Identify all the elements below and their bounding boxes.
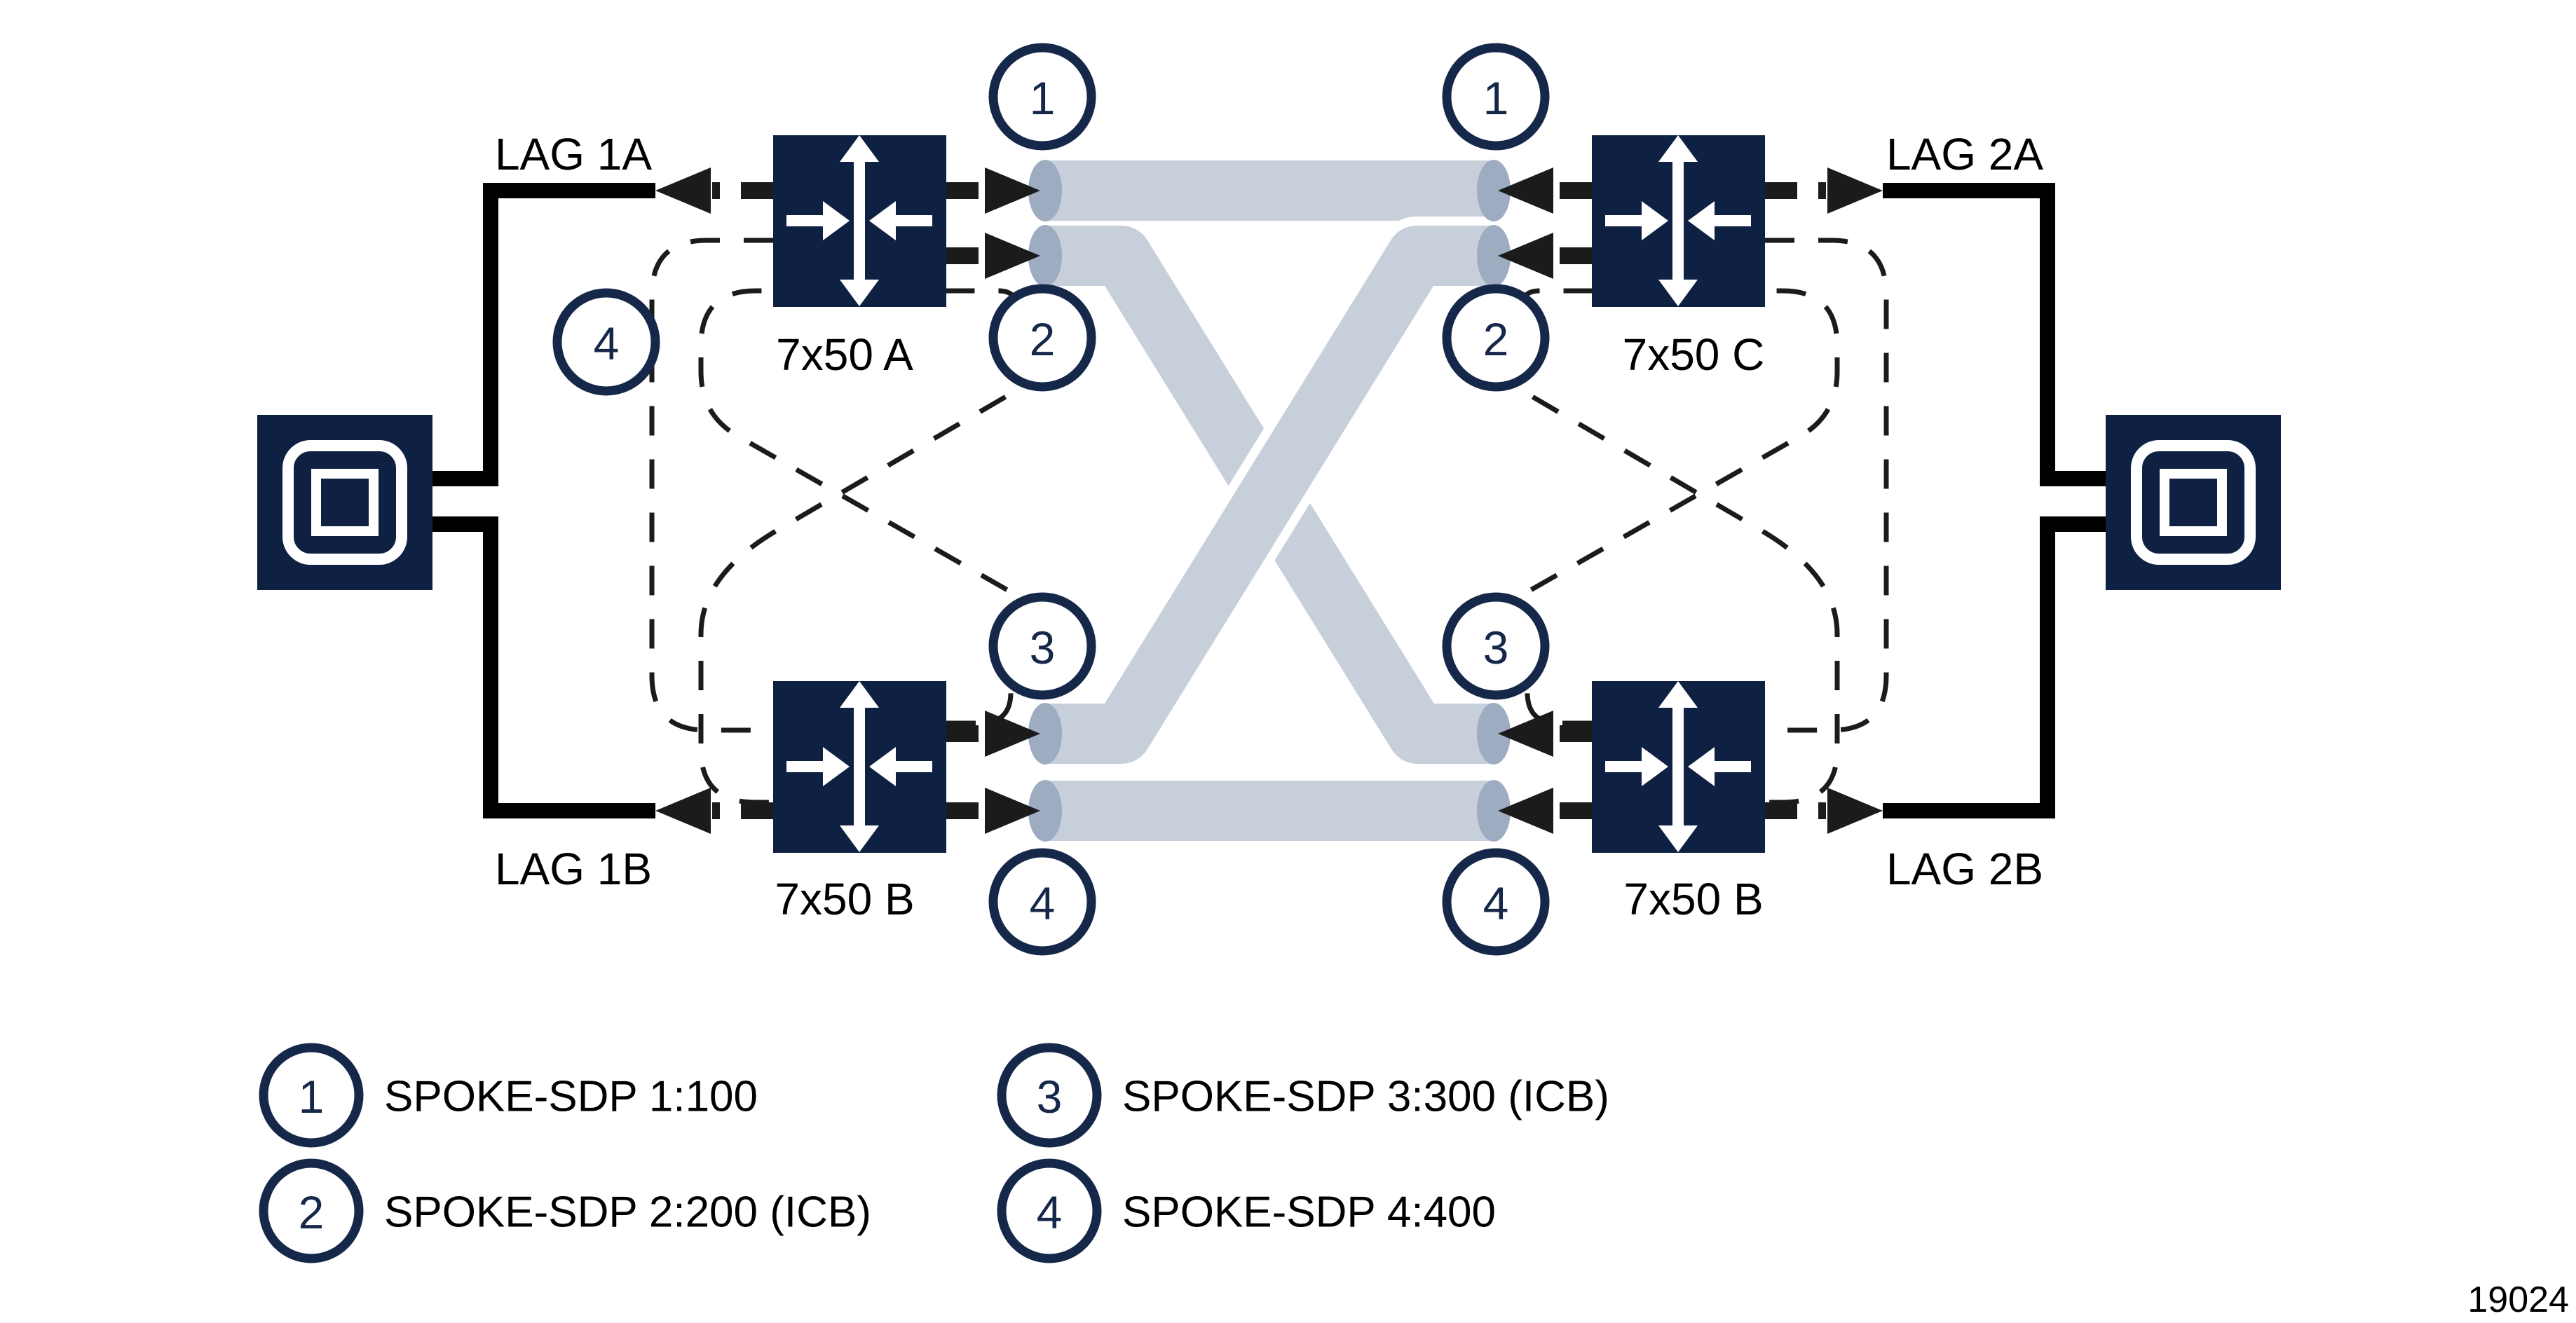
pipe-cap (1028, 703, 1062, 765)
badge-sdp4-floating-left: 4 (552, 288, 660, 396)
arrowhead-left-icon (1498, 167, 1553, 214)
lag-2b-line (1883, 516, 2106, 818)
legend-item-sdp3: 3 SPOKE-SDP 3:300 (ICB) (997, 1043, 1609, 1148)
router-7x50-a: 7x50 A (773, 135, 946, 380)
pipe-cap (1028, 780, 1062, 842)
pipe-cap (1028, 160, 1062, 221)
svg-text:3: 3 (1483, 622, 1509, 673)
traffic-arrows (655, 167, 1883, 834)
router-label: 7x50 A (776, 329, 913, 380)
arrowhead-right-icon (1827, 167, 1883, 214)
router-label: 7x50 B (1623, 874, 1763, 924)
lag-2b-label: LAG 2B (1886, 844, 2043, 894)
svg-text:2: 2 (299, 1186, 325, 1238)
badge-sdp2-right: 2 (1442, 284, 1550, 392)
badge-sdp1-left: 1 (988, 43, 1096, 151)
icb-hook-to-sdp3-right (1525, 664, 1592, 726)
legend-item-sdp2: 2 SPOKE-SDP 2:200 (ICB) (259, 1158, 871, 1263)
svg-text:1: 1 (1483, 72, 1509, 124)
pipe-cap (1477, 703, 1511, 765)
svg-text:2: 2 (1030, 313, 1056, 365)
svg-text:1: 1 (1030, 72, 1056, 124)
svg-text:2: 2 (1483, 313, 1509, 365)
arrowhead-left-icon (655, 788, 711, 834)
figure-number: 19024 (2467, 1280, 2569, 1320)
pipe-cap (1028, 225, 1062, 287)
router-7x50-c: 7x50 C (1592, 135, 1765, 380)
svg-text:3: 3 (1037, 1071, 1063, 1123)
legend-label: SPOKE-SDP 2:200 (ICB) (384, 1188, 871, 1237)
arrowhead-right-icon (985, 711, 1040, 757)
legend-label: SPOKE-SDP 3:300 (ICB) (1122, 1073, 1609, 1121)
legend-label: SPOKE-SDP 4:400 (1122, 1188, 1496, 1237)
pipe-sdp3-cross-front (1045, 226, 1494, 764)
router-label: 7x50 B (775, 874, 914, 924)
lag-2a-label: LAG 2A (1886, 129, 2043, 179)
router-label: 7x50 C (1623, 329, 1765, 380)
svg-text:1: 1 (299, 1071, 325, 1123)
lag-1a-label: LAG 1A (495, 129, 652, 179)
arrowhead-left-icon (1498, 233, 1553, 279)
badge-sdp2-left: 2 (988, 284, 1096, 392)
svg-text:4: 4 (1037, 1186, 1063, 1238)
icb-outer-loop-right (1765, 238, 1889, 733)
arrowhead-right-icon (985, 167, 1040, 214)
arrowhead-right-icon (985, 233, 1040, 279)
pipe-cap (1477, 160, 1511, 221)
arrowhead-right-icon (985, 788, 1040, 834)
arrowhead-left-icon (655, 167, 711, 214)
arrowhead-left-icon (1498, 711, 1553, 757)
badge-sdp1-right: 1 (1442, 43, 1550, 151)
legend-item-sdp4: 4 SPOKE-SDP 4:400 (997, 1158, 1496, 1263)
lag-lines (432, 183, 2106, 818)
legend-item-sdp1: 1 SPOKE-SDP 1:100 (259, 1043, 758, 1148)
pipe-cap (1477, 225, 1511, 287)
icb-inner-z-right (1513, 288, 1840, 602)
legend-label: SPOKE-SDP 1:100 (384, 1073, 758, 1121)
ce-device-right (2106, 415, 2281, 590)
arrowhead-left-icon (1498, 788, 1553, 834)
lag-1b-line (432, 516, 655, 818)
icb-inner-z-left (698, 288, 1025, 602)
badge-sdp4-left: 4 (988, 848, 1096, 956)
router-7x50-b-left: 7x50 B (773, 681, 946, 924)
lag-1a-line (432, 183, 655, 486)
badge-sdp4-right: 4 (1442, 848, 1550, 956)
svg-text:4: 4 (1483, 877, 1509, 929)
svg-text:4: 4 (1030, 877, 1056, 929)
icb-cross-z-left (698, 367, 1053, 805)
svg-text:4: 4 (594, 317, 620, 369)
icb-outer-loop-left (649, 238, 773, 733)
icb-hook-to-sdp3-left (946, 664, 1014, 726)
arrowhead-right-icon (1827, 788, 1883, 834)
legend: 1 SPOKE-SDP 1:100 2 SPOKE-SDP 2:200 (ICB… (259, 1043, 1609, 1263)
router-7x50-b-right: 7x50 B (1592, 681, 1765, 924)
lag-1b-label: LAG 1B (495, 844, 652, 894)
ce-device-left (257, 415, 432, 590)
pipe-cap (1477, 780, 1511, 842)
pipes (1028, 160, 1511, 842)
badge-sdp3-right: 3 (1442, 592, 1550, 700)
svg-text:3: 3 (1030, 622, 1056, 673)
lag-2a-line (1883, 183, 2106, 486)
badge-sdp3-left: 3 (988, 592, 1096, 700)
icb-cross-z-right (1485, 367, 1840, 805)
